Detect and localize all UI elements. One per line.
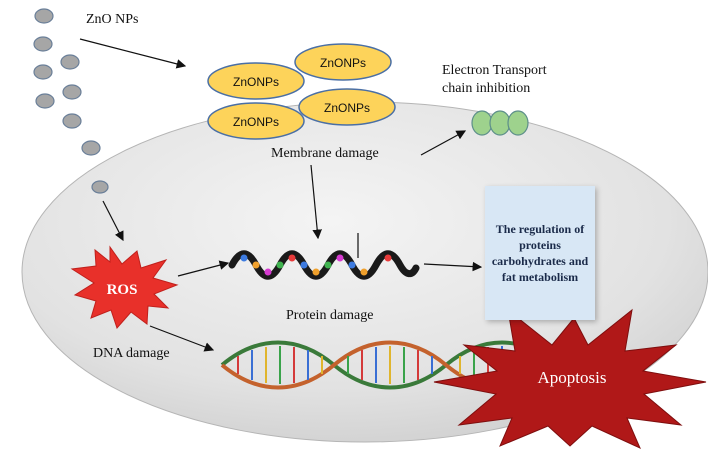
arrow — [420, 130, 467, 156]
znonp-label: ZnONPs — [324, 101, 370, 115]
ros-burst-icon: ROS — [70, 245, 179, 329]
regulation-box: The regulation of proteins carbohydrates… — [485, 186, 595, 320]
ros-label: ROS — [107, 282, 138, 298]
nanoparticle — [62, 84, 82, 100]
arrow — [102, 200, 124, 242]
znonp-label: ZnONPs — [233, 75, 279, 89]
apoptosis-burst-icon: Apoptosis — [433, 308, 707, 449]
znonp-ellipse — [207, 62, 305, 100]
nanoparticle — [62, 113, 82, 129]
znonp-ellipse — [298, 88, 396, 126]
protein-ribbon-icon — [228, 250, 420, 280]
arrow — [79, 38, 187, 69]
nanoparticle — [33, 64, 53, 80]
nanoparticle — [81, 140, 101, 156]
etc-label-line1: Electron Transport — [442, 63, 547, 78]
arrow — [310, 164, 322, 240]
arrow — [423, 261, 483, 272]
nanoparticle — [33, 36, 53, 52]
nanoparticle — [91, 180, 109, 194]
znonp-cluster: ZnONPs ZnONPs ZnONPs ZnONPs — [207, 43, 396, 140]
membrane-damage-label: Membrane damage — [271, 146, 379, 161]
znonp-label: ZnONPs — [320, 56, 366, 70]
dna-damage-label: DNA damage — [93, 346, 170, 361]
arrow — [177, 260, 230, 277]
znonp-ellipse — [207, 102, 305, 140]
regulation-text: The regulation of proteins carbohydrates… — [491, 222, 589, 284]
etc-label-line2: chain inhibition — [442, 81, 530, 96]
znonp-label: ZnONPs — [233, 115, 279, 129]
nanoparticle-group — [33, 8, 109, 194]
apoptosis-label: Apoptosis — [538, 368, 607, 387]
nanoparticle — [34, 8, 54, 24]
znonp-ellipse — [294, 43, 392, 81]
protein-damage-label: Protein damage — [286, 308, 373, 323]
etc-protein-icon — [471, 110, 529, 136]
arrow-group — [79, 38, 483, 352]
nanoparticle — [60, 54, 80, 70]
nanoparticles-label: ZnO NPs — [86, 12, 139, 27]
arrow — [149, 325, 215, 352]
nanoparticle — [35, 93, 55, 109]
